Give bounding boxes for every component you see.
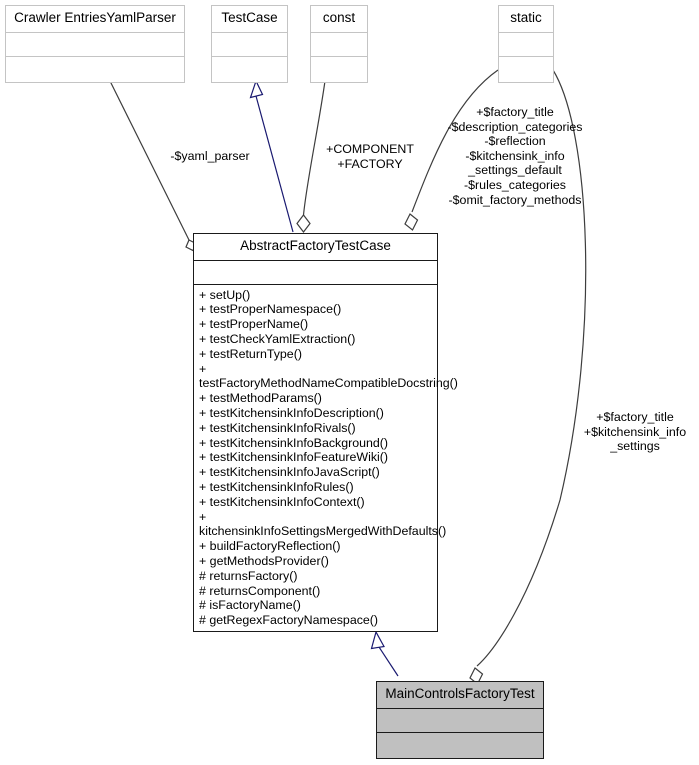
method-item: + testReturnType() bbox=[199, 346, 302, 361]
class-title: Crawler EntriesYamlParser bbox=[6, 6, 184, 33]
method-item: # getRegexFactoryNamespace() bbox=[199, 613, 379, 628]
edge-label-yaml-parser: -$yaml_parser bbox=[170, 149, 250, 163]
method-item: # returnsFactory() bbox=[199, 568, 298, 583]
method-item: + setUp() bbox=[199, 287, 251, 302]
edge-label-const-members: +COMPONENT +FACTORY bbox=[326, 142, 414, 171]
class-attributes bbox=[212, 33, 287, 58]
class-attributes bbox=[311, 33, 367, 58]
class-title: MainControlsFactoryTest bbox=[377, 682, 543, 709]
method-item: + testCheckYamlExtraction() bbox=[199, 332, 356, 347]
class-methods: + setUp() + testProperNamespace() + test… bbox=[194, 285, 458, 631]
method-item: + getMethodsProvider() bbox=[199, 554, 329, 569]
method-item: + testKitchensinkInfoJavaScript() bbox=[199, 465, 380, 480]
method-item: + testProperNamespace() bbox=[199, 302, 342, 317]
method-item: + testFactoryMethodNameCompatibleDocstri… bbox=[199, 361, 458, 391]
inheritance-arrow-main bbox=[370, 630, 385, 650]
class-title: const bbox=[311, 6, 367, 33]
method-item: # isFactoryName() bbox=[199, 598, 301, 613]
method-item: + testProperName() bbox=[199, 317, 309, 332]
method-item: + kitchensinkInfoSettingsMergedWithDefau… bbox=[199, 509, 447, 539]
class-box-const[interactable]: const bbox=[310, 5, 368, 83]
class-attributes bbox=[6, 33, 184, 58]
class-methods bbox=[212, 57, 287, 82]
method-item: # returnsComponent() bbox=[199, 583, 321, 598]
class-title: static bbox=[499, 6, 553, 33]
class-box-static[interactable]: static bbox=[498, 5, 554, 83]
class-attributes bbox=[499, 33, 553, 58]
edge-label-static-members-right: +$factory_title +$kitchensink_info _sett… bbox=[583, 410, 687, 454]
class-box-test-case[interactable]: TestCase bbox=[211, 5, 288, 83]
aggregation-diamond-const bbox=[296, 214, 311, 233]
class-attributes bbox=[194, 261, 437, 285]
edge-label-static-members-left: +$factory_title -$description_categories… bbox=[447, 105, 583, 207]
method-item: + testKitchensinkInfoRivals() bbox=[199, 420, 356, 435]
class-title: AbstractFactoryTestCase bbox=[194, 234, 437, 261]
edge-inherit-main bbox=[378, 646, 399, 677]
method-item: + testKitchensinkInfoRules() bbox=[199, 480, 354, 495]
class-attributes bbox=[377, 709, 543, 734]
class-methods bbox=[377, 733, 543, 758]
class-box-main-controls-factory-test[interactable]: MainControlsFactoryTest bbox=[376, 681, 544, 759]
class-box-crawler-entries-yaml-parser[interactable]: Crawler EntriesYamlParser bbox=[5, 5, 185, 83]
aggregation-diamond-static-abstract bbox=[404, 213, 419, 231]
class-methods bbox=[6, 57, 184, 82]
method-item: + testMethodParams() bbox=[199, 391, 322, 406]
method-item: + buildFactoryReflection() bbox=[199, 539, 341, 554]
method-item: + testKitchensinkInfoContext() bbox=[199, 494, 365, 509]
class-title: TestCase bbox=[212, 6, 287, 33]
method-item: + testKitchensinkInfoBackground() bbox=[199, 435, 389, 450]
class-methods bbox=[499, 57, 553, 82]
class-methods bbox=[311, 57, 367, 82]
method-item: + testKitchensinkInfoFeatureWiki() bbox=[199, 450, 389, 465]
inheritance-arrow-testcase bbox=[249, 79, 264, 99]
class-box-abstract-factory-test-case[interactable]: AbstractFactoryTestCase + setUp() + test… bbox=[193, 233, 458, 632]
method-item: + testKitchensinkInfoDescription() bbox=[199, 406, 384, 421]
edge-inherit-testcase bbox=[255, 95, 294, 233]
